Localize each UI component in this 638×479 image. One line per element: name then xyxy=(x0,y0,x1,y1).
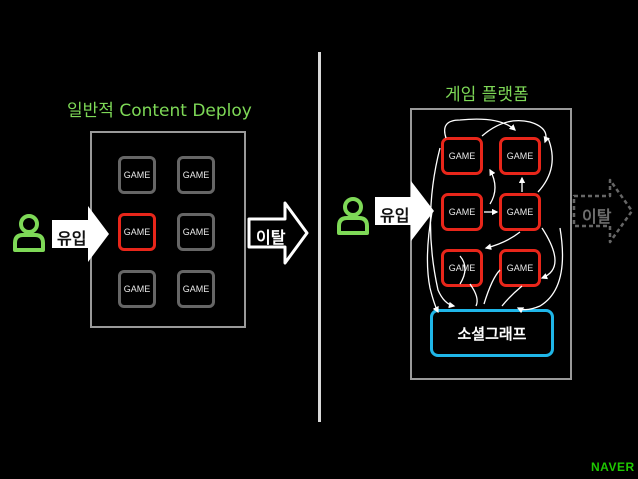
left-outflow-arrow xyxy=(247,201,309,265)
left-game-3-highlighted: GAME xyxy=(118,213,156,251)
right-panel xyxy=(410,108,572,380)
right-outflow-label: 이탈 xyxy=(582,207,612,226)
game-flow-arrows xyxy=(426,118,564,314)
left-panel xyxy=(90,131,246,328)
left-title: 일반적 Content Deploy xyxy=(67,101,252,121)
left-game-4: GAME xyxy=(177,213,215,251)
left-game-1: GAME xyxy=(118,156,156,194)
right-inflow-arrow xyxy=(375,181,434,241)
right-inflow-label: 유입 xyxy=(380,206,410,225)
left-inflow-arrow xyxy=(52,206,109,262)
social-graph-box: 소셜그래프 xyxy=(430,309,554,357)
center-divider xyxy=(318,52,321,422)
left-game-6: GAME xyxy=(177,270,215,308)
right-user-icon xyxy=(337,197,369,235)
left-game-5: GAME xyxy=(118,270,156,308)
left-game-2: GAME xyxy=(177,156,215,194)
right-game-3: GAME xyxy=(441,193,483,231)
right-game-2: GAME xyxy=(499,137,541,175)
left-user-icon xyxy=(13,214,45,252)
naver-logo: NAVER xyxy=(591,460,635,474)
right-game-6: GAME xyxy=(499,249,541,287)
right-game-4: GAME xyxy=(499,193,541,231)
right-outflow-arrow xyxy=(572,178,634,244)
right-game-5: GAME xyxy=(441,249,483,287)
right-game-1: GAME xyxy=(441,137,483,175)
left-inflow-label: 유입 xyxy=(57,229,87,248)
left-outflow-label: 이탈 xyxy=(256,228,286,247)
right-title: 게임 플랫폼 xyxy=(445,85,529,105)
